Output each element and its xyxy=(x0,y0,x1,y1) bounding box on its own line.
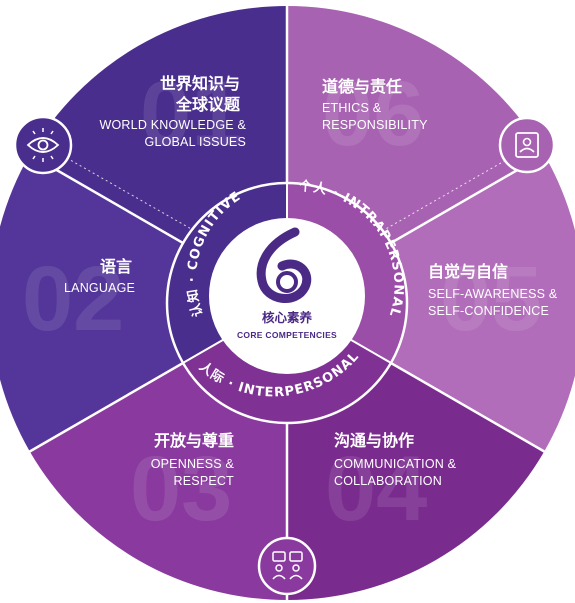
segment-number-ethics: 06 xyxy=(322,63,424,165)
label-self-awareness: 自觉与自信 SELF-AWARENESS & SELF-CONFIDENCE xyxy=(428,262,558,318)
svg-text:ETHICS &: ETHICS & xyxy=(322,101,382,115)
svg-text:RESPONSIBILITY: RESPONSIBILITY xyxy=(322,118,428,132)
label-openness: 开放与尊重 OPENNESS & RESPECT xyxy=(151,431,235,488)
svg-text:语言: 语言 xyxy=(100,257,132,276)
svg-text:OPENNESS &: OPENNESS & xyxy=(151,457,235,471)
svg-text:沟通与协作: 沟通与协作 xyxy=(334,431,414,450)
segment-number-self: 05 xyxy=(440,248,542,350)
svg-text:SELF-CONFIDENCE: SELF-CONFIDENCE xyxy=(428,304,549,318)
center-subtitle: CORE COMPETENCIES xyxy=(237,330,337,340)
segment-number-lang: 02 xyxy=(22,248,124,350)
svg-text:道德与责任: 道德与责任 xyxy=(322,77,402,96)
svg-text:COMMUNICATION &: COMMUNICATION & xyxy=(334,457,457,471)
svg-text:COLLABORATION: COLLABORATION xyxy=(334,474,442,488)
svg-text:SELF-AWARENESS &: SELF-AWARENESS & xyxy=(428,287,558,301)
svg-text:自觉与自信: 自觉与自信 xyxy=(428,262,508,281)
id-badge-icon[interactable] xyxy=(498,116,556,174)
icon-connectors xyxy=(57,147,528,540)
people-chat-icon[interactable] xyxy=(257,536,317,596)
label-language: 语言 LANGUAGE xyxy=(64,257,135,295)
six-emblem-icon xyxy=(256,227,312,303)
svg-text:WORLD KNOWLEDGE &: WORLD KNOWLEDGE & xyxy=(100,118,247,132)
svg-text:LANGUAGE: LANGUAGE xyxy=(64,281,135,295)
svg-text:世界知识与: 世界知识与 xyxy=(160,74,240,93)
segment-number-world: 01 xyxy=(140,63,242,165)
segment-self-awareness[interactable] xyxy=(287,154,575,452)
svg-text:RESPECT: RESPECT xyxy=(174,474,235,488)
svg-text:全球议题: 全球议题 xyxy=(175,95,241,114)
eye-icon[interactable] xyxy=(13,115,73,175)
svg-text:GLOBAL ISSUES: GLOBAL ISSUES xyxy=(145,135,246,149)
svg-text:开放与尊重: 开放与尊重 xyxy=(154,431,234,450)
segment-number-open: 03 xyxy=(130,438,232,540)
segment-number-comm: 04 xyxy=(325,438,427,540)
label-ethics: 道德与责任 ETHICS & RESPONSIBILITY xyxy=(322,77,428,132)
label-communication: 沟通与协作 COMMUNICATION & COLLABORATION xyxy=(334,431,457,488)
label-world-knowledge: 世界知识与 全球议题 WORLD KNOWLEDGE & GLOBAL ISSU… xyxy=(100,74,247,149)
segment-language[interactable] xyxy=(0,154,287,452)
center-title: 核心素养 xyxy=(262,310,313,325)
